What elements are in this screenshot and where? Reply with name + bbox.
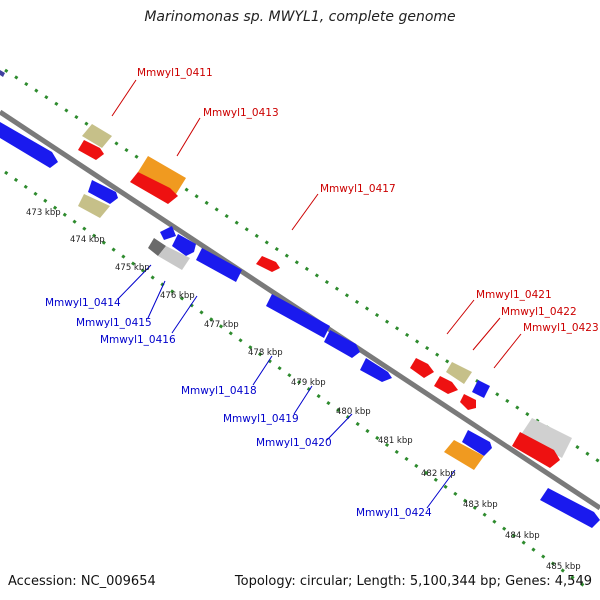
tick-labels: 473 kbp 474 kbp 475 kbp 476 kbp 477 kbp …	[26, 208, 581, 572]
gene-label: Mmwyl1_0415	[76, 317, 152, 329]
tick-label: 473 kbp	[26, 208, 61, 218]
gene-box	[520, 418, 572, 458]
gene-box	[78, 194, 110, 218]
gene-box	[444, 440, 484, 470]
gene-label: Mmwyl1_0424	[356, 507, 432, 519]
gene-box	[138, 156, 186, 194]
gene-box	[446, 362, 472, 384]
gene-arrow	[462, 430, 492, 456]
gene-label: Mmwyl1_0417	[320, 183, 396, 195]
gene-features	[0, 70, 600, 528]
tick-label: 480 kbp	[336, 407, 371, 417]
gene-label: Mmwyl1_0413	[203, 107, 279, 119]
tick-label: 474 kbp	[70, 235, 105, 245]
gene-arrow	[160, 226, 176, 240]
map-title: Marinomonas sp. MWYL1, complete genome	[144, 9, 456, 25]
gene-arrow	[130, 172, 178, 204]
gene-arrow	[0, 122, 58, 168]
tick-label: 484 kbp	[505, 531, 540, 541]
genome-summary-text: Topology: circular; Length: 5,100,344 bp…	[234, 574, 592, 589]
gene-arrow	[78, 140, 104, 160]
tick-label: 477 kbp	[204, 320, 239, 330]
accession-text: Accession: NC_009654	[8, 574, 156, 589]
gene-label: Mmwyl1_0421	[476, 289, 552, 301]
tick-label: 476 kbp	[160, 291, 195, 301]
gene-label: Mmwyl1_0416	[100, 334, 176, 346]
gene-arrow	[472, 380, 490, 398]
minus-callouts	[117, 264, 456, 509]
gene-box	[148, 238, 166, 256]
gene-arrow	[88, 180, 118, 204]
tick-label: 485 kbp	[546, 562, 581, 572]
gene-arrow	[434, 376, 458, 394]
tick-label: 483 kbp	[463, 500, 498, 510]
gene-arrow	[540, 488, 600, 528]
gene-arrow	[410, 358, 434, 378]
tick-label: 478 kbp	[248, 348, 283, 358]
gene-arrow	[0, 70, 5, 77]
gene-label: Mmwyl1_0414	[45, 297, 121, 309]
gene-arrow	[256, 256, 280, 272]
tick-label: 481 kbp	[378, 436, 413, 446]
gene-label: Mmwyl1_0411	[137, 67, 213, 79]
gene-arrow	[324, 330, 360, 358]
gene-label: Mmwyl1_0420	[256, 437, 332, 449]
gene-label: Mmwyl1_0423	[523, 322, 599, 334]
gene-arrow	[172, 234, 196, 256]
gene-label: Mmwyl1_0419	[223, 413, 299, 425]
gene-arrow	[196, 248, 242, 282]
gene-arrow	[460, 394, 476, 410]
gene-arrow	[512, 432, 560, 468]
tick-label: 479 kbp	[291, 378, 326, 388]
gene-box	[158, 246, 190, 270]
plus-gene-labels: Mmwyl1_0411 Mmwyl1_0413 Mmwyl1_0417 Mmwy…	[137, 67, 599, 334]
tick-label: 475 kbp	[115, 263, 150, 273]
gene-label: Mmwyl1_0418	[181, 385, 257, 397]
gene-arrow	[266, 294, 330, 338]
gene-label: Mmwyl1_0422	[501, 306, 577, 318]
gene-box	[82, 124, 112, 148]
minus-gene-labels: Mmwyl1_0414 Mmwyl1_0415 Mmwyl1_0416 Mmwy…	[45, 297, 432, 519]
tick-label: 482 kbp	[421, 469, 456, 479]
plus-callouts	[111, 79, 522, 369]
gene-arrow	[360, 358, 392, 382]
